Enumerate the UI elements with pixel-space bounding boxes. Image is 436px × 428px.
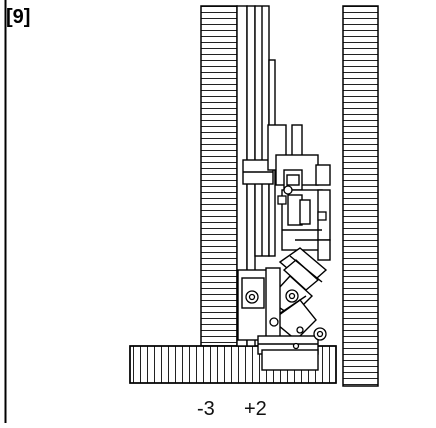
hinge-arm: [267, 124, 331, 261]
mounting-plate: [236, 5, 276, 347]
step-number: [9]: [6, 6, 31, 28]
cabinet-side-panel: [200, 5, 238, 347]
adjustment-minus: -3: [197, 398, 215, 420]
adjustment-screws: [277, 195, 327, 350]
adjustment-plus: +2: [244, 398, 267, 420]
adjacent-wall-panel: [342, 5, 379, 387]
pivot-pins: [245, 185, 327, 341]
